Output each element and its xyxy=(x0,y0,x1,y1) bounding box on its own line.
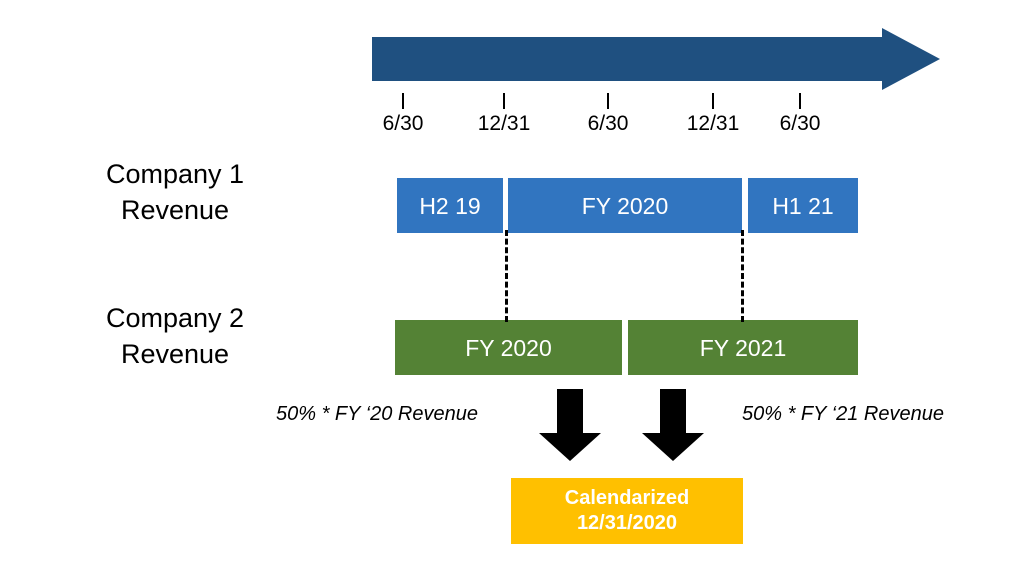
company1-revenue-label: Company 1 Revenue xyxy=(30,156,320,228)
timeline-tick-4 xyxy=(799,93,801,109)
company2-label-line2: Revenue xyxy=(120,339,230,369)
timeline-arrow xyxy=(372,28,940,90)
down-arrow-right-icon xyxy=(642,389,704,461)
company2-period-bar-fy-2020: FY 2020 xyxy=(395,320,622,375)
calendarized-result-box: Calendarized 12/31/2020 xyxy=(511,478,743,544)
dashed-connector-left-icon xyxy=(505,230,508,322)
timeline-tick-2 xyxy=(607,93,609,109)
timeline-tick-label-0: 6/30 xyxy=(382,112,424,135)
down-arrow-left-icon xyxy=(539,389,601,461)
timeline-tick-label-2: 6/30 xyxy=(587,112,629,135)
company1-label-line2: Revenue xyxy=(120,195,230,225)
timeline-tick-label-4: 6/30 xyxy=(779,112,821,135)
dashed-connector-right-icon xyxy=(741,230,744,322)
calendarized-result-line1: Calendarized xyxy=(564,487,690,509)
formula-right-annotation: 50% * FY ‘21 Revenue xyxy=(742,403,944,425)
company1-period-bar-h1-21: H1 21 xyxy=(748,178,858,233)
company1-label-line1: Company 1 xyxy=(105,159,245,189)
timeline-tick-0 xyxy=(402,93,404,109)
timeline-tick-3 xyxy=(712,93,714,109)
timeline-tick-label-1: 12/31 xyxy=(477,112,531,135)
company1-period-bar-fy-2020: FY 2020 xyxy=(508,178,742,233)
timeline-tick-1 xyxy=(503,93,505,109)
calendarized-result-line2: 12/31/2020 xyxy=(576,512,678,534)
company2-period-bar-fy-2021: FY 2021 xyxy=(628,320,858,375)
formula-left-annotation: 50% * FY ‘20 Revenue xyxy=(276,403,478,425)
company2-label-line1: Company 2 xyxy=(105,303,245,333)
timeline-tick-label-3: 12/31 xyxy=(686,112,740,135)
company2-revenue-label: Company 2 Revenue xyxy=(30,300,320,372)
company1-period-bar-h2-19: H2 19 xyxy=(397,178,503,233)
